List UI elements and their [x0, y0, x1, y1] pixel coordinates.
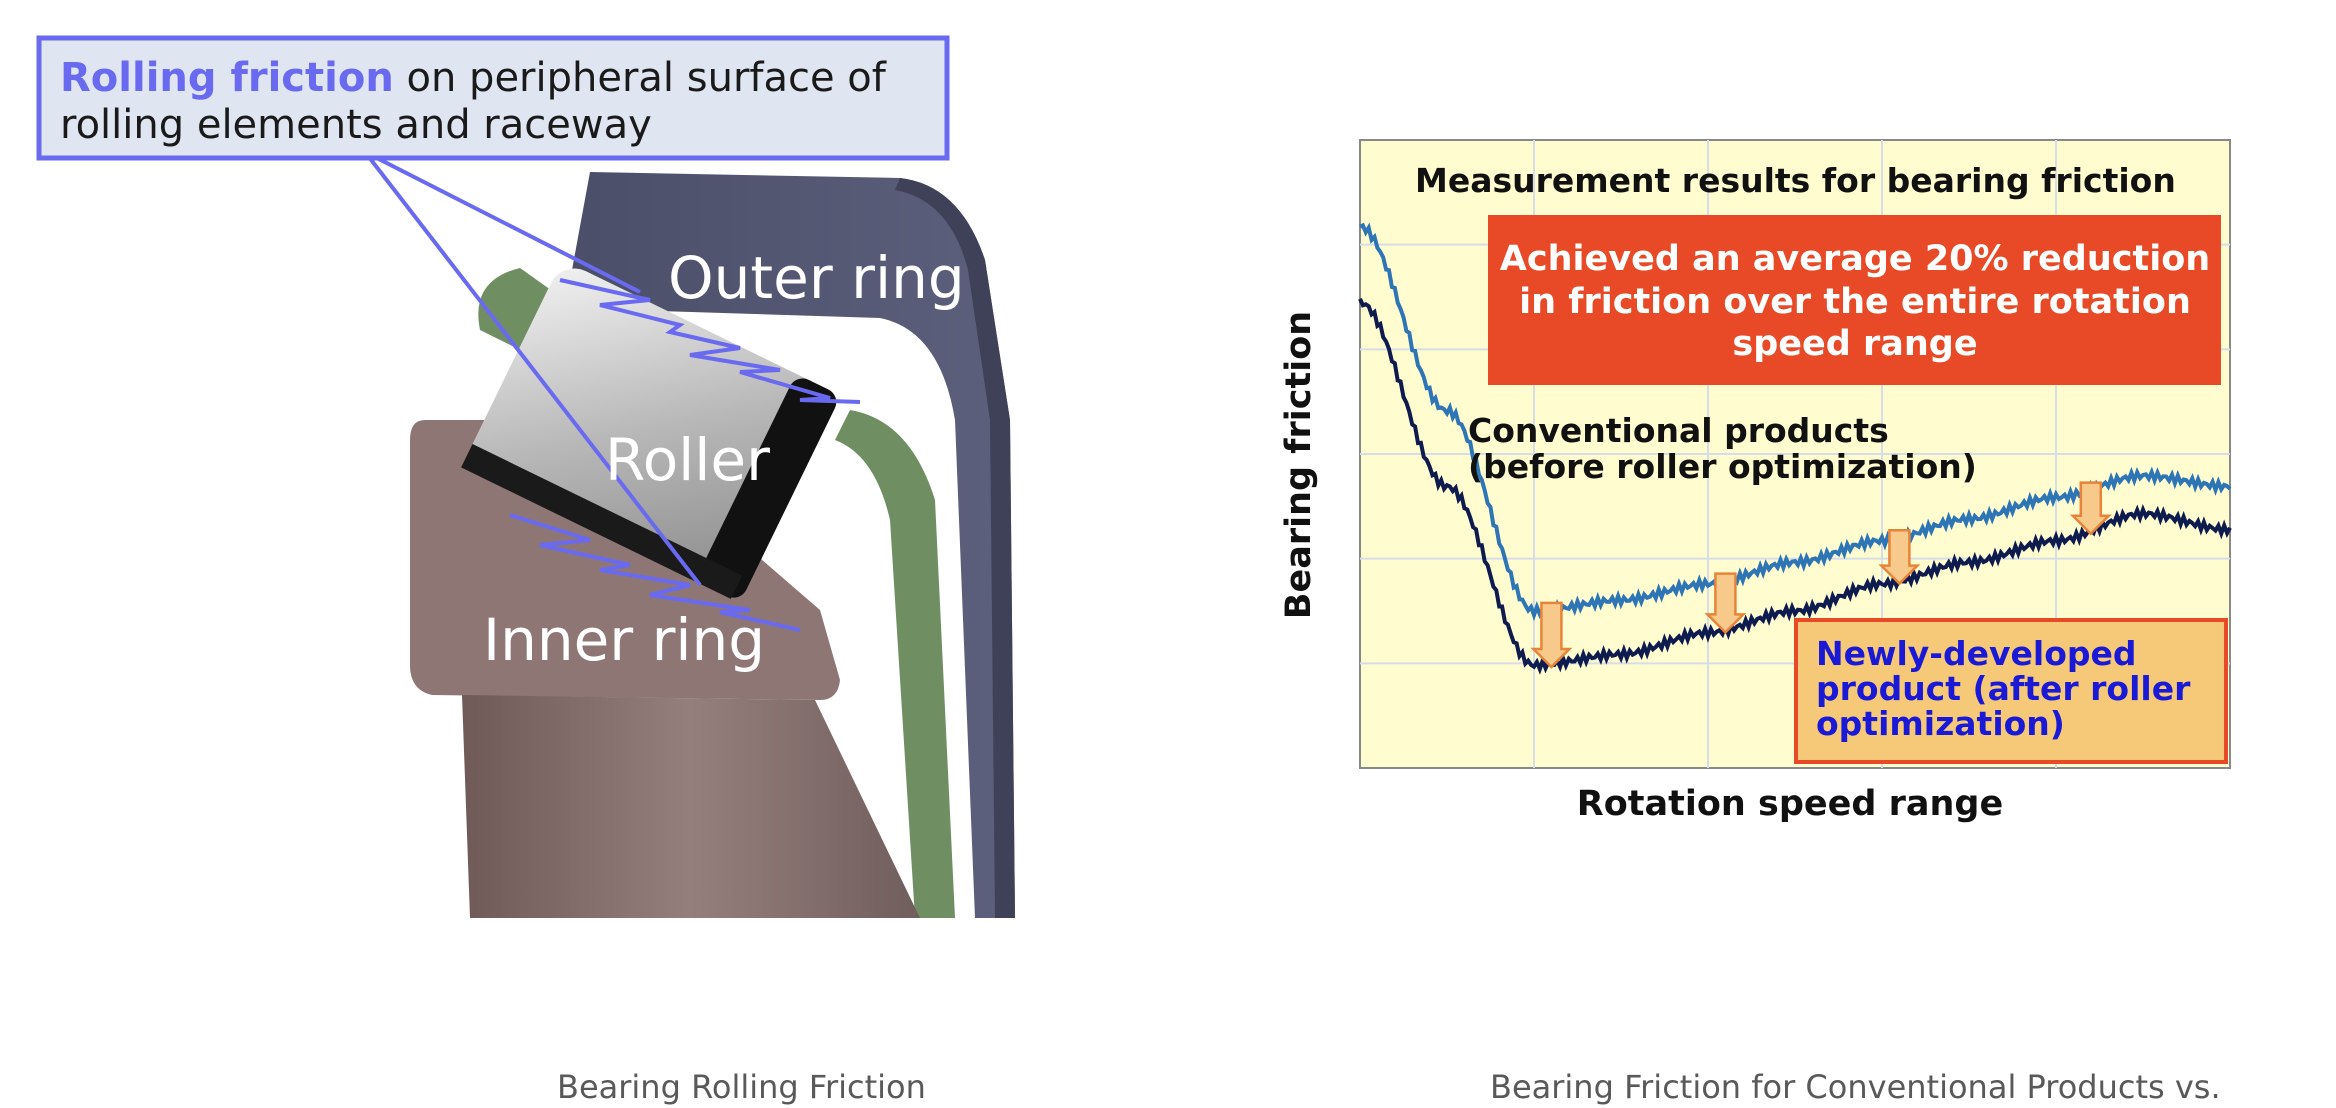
right-caption: Bearing Friction for Conventional Produc…: [1490, 1068, 2221, 1106]
highlight-line1: Achieved an average 20% reduction: [1500, 239, 2210, 279]
conventional-label-line1: Conventional products: [1468, 411, 1889, 450]
new-product-line1: Newly-developed: [1816, 634, 2137, 673]
reduction-arrow: [1878, 529, 1921, 586]
reduction-arrow: [1530, 601, 1573, 669]
callout-text-line1: Rolling friction on peripheral surface o…: [60, 55, 887, 101]
reduction-arrow: [2069, 481, 2112, 536]
reduction-arrow: [1704, 572, 1747, 635]
highlight-line2: in friction over the entire rotation: [1519, 282, 2191, 322]
friction-zigzag-bottom: [509, 513, 801, 632]
chart-title: Measurement results for bearing friction: [1415, 161, 2176, 200]
bearing-illustration: Outer ring Roller Inner ring Rolling fri…: [36, 35, 1015, 918]
conventional-label-line2: (before roller optimization): [1468, 447, 1977, 486]
new-product-line3: optimization): [1816, 704, 2065, 743]
new-product-series-line: [1358, 297, 2232, 675]
callout-box: [36, 35, 950, 161]
callout-text-line2: rolling elements and raceway: [60, 102, 652, 148]
outer-ring-label: Outer ring: [668, 244, 965, 312]
new-product-box: [1794, 618, 2228, 764]
x-axis-label: Rotation speed range: [1577, 784, 2003, 824]
reduction-arrows: [1530, 481, 2112, 669]
new-product-line2: product (after roller: [1816, 669, 2191, 708]
left-caption: Bearing Rolling Friction: [557, 1068, 926, 1106]
highlight-box: [1488, 215, 2221, 385]
inner-ring-label: Inner ring: [483, 606, 765, 674]
inner-ring-body: [462, 695, 920, 918]
cage-right: [835, 410, 955, 918]
y-axis-label: Bearing friction: [1279, 311, 1319, 619]
friction-zigzag-top: [559, 278, 861, 404]
callout-bold: Rolling friction: [60, 55, 394, 101]
friction-chart: Measurement results for bearing friction…: [1279, 139, 2232, 824]
outer-ring-side: [895, 178, 1015, 918]
highlight-line3: speed range: [1732, 324, 1977, 364]
callout-rest-line1: on peripheral surface of: [394, 55, 887, 101]
roller-label: Roller: [605, 426, 770, 494]
